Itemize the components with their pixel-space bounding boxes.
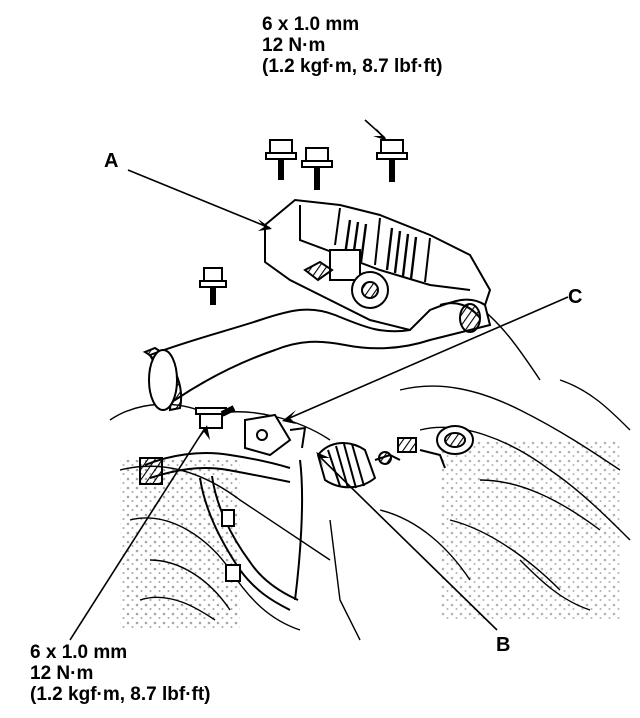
callout-c: C (568, 286, 583, 308)
throttle-fitting (303, 249, 389, 309)
coolant-pipes (139, 452, 304, 611)
leader-bottom-torque (69, 427, 206, 641)
torque-spec-bottom: 6 x 1.0 mm 12 N·m (1.2 kgf·m, 8.7 lbf·ft… (30, 642, 211, 705)
torque-spec-bottom-newton: 12 N·m (30, 663, 94, 684)
intake-air-duct (142, 298, 492, 412)
torque-spec-top: 6 x 1.0 mm 12 N·m (1.2 kgf·m, 8.7 lbf·ft… (262, 14, 443, 77)
bolt-top-right (376, 139, 408, 182)
bracket (244, 413, 307, 457)
callout-a: A (104, 150, 119, 172)
connector (397, 437, 417, 453)
leader-a (127, 169, 271, 229)
leader-arrowheads (198, 128, 388, 467)
torque-spec-top-imperial: (1.2 kgf·m, 8.7 lbf·ft) (262, 56, 443, 77)
bolt-top-left (265, 139, 297, 180)
torque-spec-top-newton: 12 N·m (262, 35, 326, 56)
engine-texture-right (440, 440, 620, 620)
bolt-lower (195, 405, 236, 429)
leader-c (284, 296, 569, 421)
round-fitting (419, 425, 474, 469)
engine-texture (120, 460, 240, 630)
bolt-left (199, 267, 227, 305)
hose-b (316, 442, 401, 489)
bolt-group (195, 139, 408, 429)
leader-b (317, 454, 498, 631)
callout-b: B (496, 634, 511, 656)
torque-spec-bottom-imperial: (1.2 kgf·m, 8.7 lbf·ft) (30, 684, 211, 705)
torque-spec-top-size: 6 x 1.0 mm (262, 14, 360, 35)
bolt-top-middle (301, 147, 333, 190)
leader-lines (69, 119, 569, 641)
torque-spec-bottom-size: 6 x 1.0 mm (30, 642, 128, 663)
